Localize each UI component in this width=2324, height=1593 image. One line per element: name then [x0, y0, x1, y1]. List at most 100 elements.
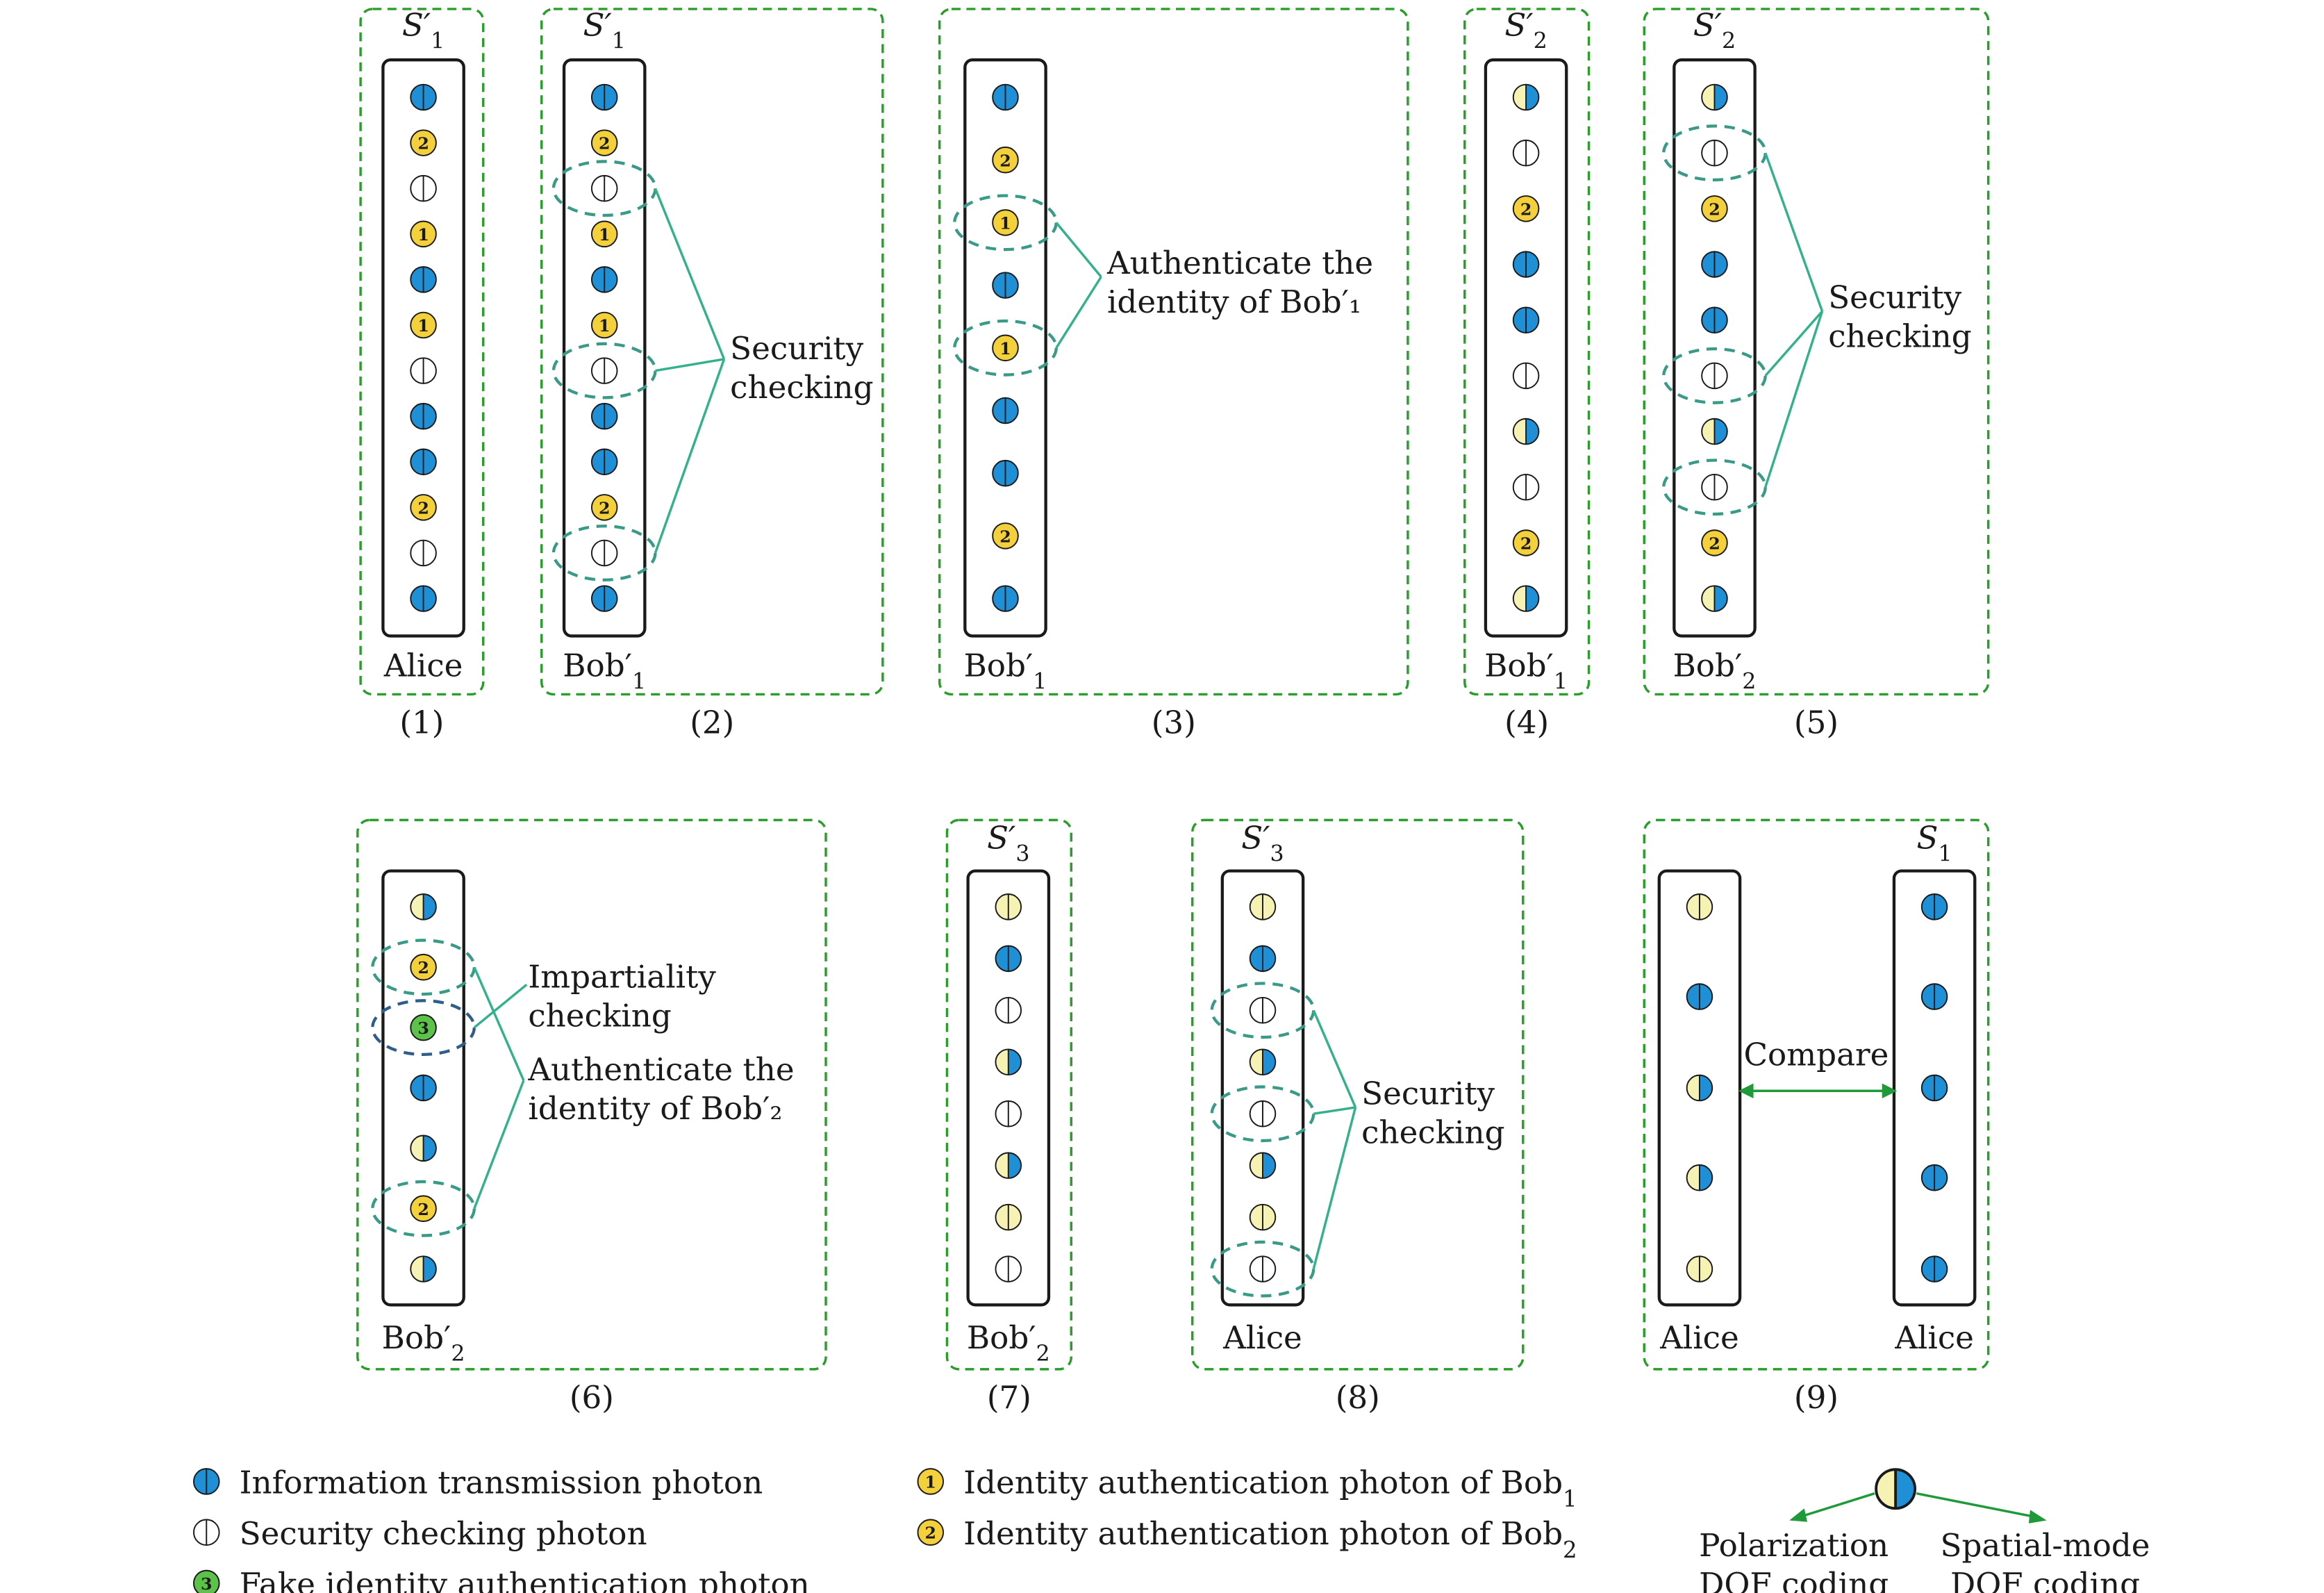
photon-number: 2 — [1709, 199, 1720, 219]
info-photon-icon — [590, 402, 618, 430]
connector-line — [1312, 1107, 1357, 1270]
info-photon-icon — [410, 1074, 437, 1102]
photon-right-half — [604, 449, 617, 475]
photon-left-half — [1513, 363, 1527, 389]
photon-right-half — [423, 403, 436, 429]
annotation-line: Impartiality — [528, 959, 716, 996]
security-photon-icon — [410, 174, 437, 202]
panel-frame — [540, 8, 884, 696]
id1-photon-icon: 1 — [410, 220, 437, 248]
legend-label: Identity authentication photon of Bob1 — [963, 1464, 1577, 1512]
photon-right-half — [1934, 1164, 1948, 1191]
panel-frame — [356, 818, 827, 1371]
photon-left-half — [1686, 1075, 1700, 1101]
fake-photon-icon: 3 — [410, 1014, 437, 1041]
party-label: Alice — [1894, 1319, 1974, 1356]
photon-right-half — [1008, 1153, 1022, 1178]
dof-arrow-right — [1916, 1492, 2039, 1519]
photon-right-half — [1008, 1100, 1022, 1127]
compare-label: Compare — [1743, 1037, 1889, 1073]
id2-photon-icon: 2 — [590, 129, 618, 156]
photon-left-half — [993, 397, 1006, 424]
photon-left-half — [1686, 894, 1700, 920]
photon-left-half — [410, 358, 424, 383]
photon-left-half — [1513, 84, 1527, 110]
info-photon-icon — [590, 83, 618, 111]
photon-left-half — [1250, 1100, 1263, 1127]
panel-frame — [1191, 818, 1525, 1371]
security-photon-icon — [590, 174, 618, 202]
photon-disc — [410, 129, 437, 156]
info-photon-icon — [1686, 983, 1713, 1010]
photon-left-half — [993, 84, 1006, 110]
photon-right-half — [1526, 307, 1539, 333]
id2-photon-icon: 2 — [1512, 529, 1540, 556]
photon-right-half — [1008, 1256, 1022, 1282]
photon-number: 1 — [599, 316, 610, 336]
photon-number: 2 — [1520, 534, 1532, 553]
photon-left-half — [1702, 363, 1715, 389]
photon-right-half — [423, 1075, 436, 1101]
security-photon-icon — [1249, 1100, 1277, 1128]
photon-left-half — [193, 1469, 207, 1494]
photon-right-half — [1895, 1469, 1916, 1509]
marked-photon-ellipse — [551, 342, 657, 399]
security-photon-icon — [1249, 996, 1277, 1024]
photon-number: 2 — [599, 134, 610, 154]
connector-line — [1764, 311, 1824, 488]
photon-left-half — [1250, 1256, 1263, 1282]
pale-photon-icon — [1686, 1255, 1713, 1282]
photon-right-half — [423, 1135, 436, 1162]
security-photon-icon — [1701, 362, 1728, 390]
photon-right-half — [1005, 397, 1018, 424]
id2-photon-icon: 2 — [590, 494, 618, 521]
photon-right-half — [1699, 894, 1713, 920]
photon-number: 2 — [417, 134, 429, 154]
photon-left-half — [993, 272, 1006, 298]
id1-photon-icon: 1 — [410, 311, 437, 339]
photon-left-half — [410, 1256, 424, 1282]
security-photon-icon — [1701, 139, 1728, 167]
info-photon-icon — [1512, 251, 1540, 278]
photon-right-half — [604, 175, 617, 201]
photon-disc — [992, 209, 1019, 236]
photon-right-half — [1714, 140, 1727, 166]
party-label: Bob′1 — [1484, 647, 1568, 695]
photon-left-half — [995, 1100, 1009, 1127]
photon-left-half — [410, 540, 424, 566]
party-label: Alice — [383, 647, 463, 684]
annotation-line: Authenticate the — [527, 1051, 794, 1088]
photon-right-half — [1934, 1075, 1948, 1101]
photon-left-half — [591, 540, 605, 566]
photon-left-half — [1702, 474, 1715, 500]
photon-left-half — [591, 175, 605, 201]
connector-line — [1055, 222, 1102, 278]
photon-number: 2 — [1520, 199, 1532, 219]
photon-left-half — [591, 267, 605, 292]
photon-left-half — [995, 997, 1009, 1023]
sequence-label: S′2 — [1693, 7, 1736, 54]
photon-right-half — [1714, 586, 1727, 611]
marked-photon-ellipse — [1662, 124, 1767, 182]
photon-right-half — [1934, 894, 1948, 920]
photon-left-half — [1250, 997, 1263, 1023]
security-photon-icon — [590, 539, 618, 567]
pale-photon-icon — [995, 893, 1022, 921]
photon-left-half — [1250, 894, 1263, 920]
photon-number: 1 — [999, 213, 1011, 233]
photon-right-half — [423, 449, 436, 475]
photon-right-half — [604, 586, 617, 611]
photon-left-half — [1513, 140, 1527, 166]
photon-number: 2 — [1709, 534, 1720, 553]
photon-left-half — [1921, 1256, 1935, 1282]
photon-disc — [410, 494, 437, 521]
photon-right-half — [1262, 997, 1276, 1023]
info-photon-icon — [995, 945, 1022, 973]
photon-column — [1484, 58, 1568, 638]
photon-right-half — [423, 84, 436, 110]
photon-disc — [917, 1468, 945, 1495]
photon-disc — [590, 220, 618, 248]
id2-photon-icon: 2 — [410, 494, 437, 521]
